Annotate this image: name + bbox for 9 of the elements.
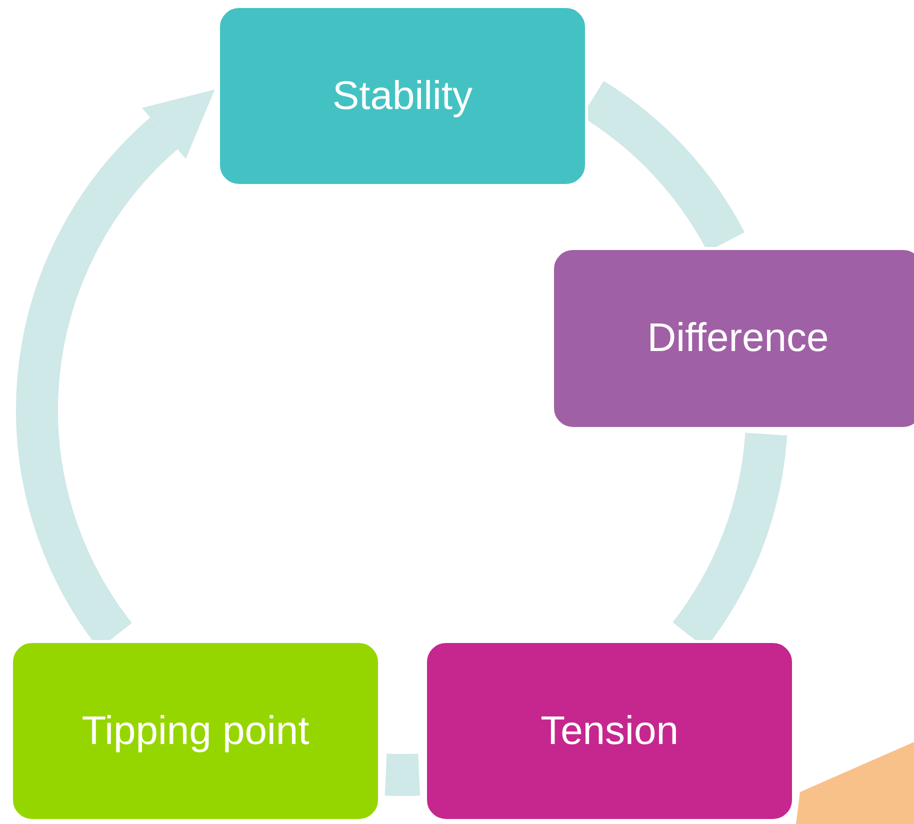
step-label: Stability (332, 74, 473, 118)
step-label: Tension (540, 708, 678, 754)
step-box (217, 5, 588, 187)
step-box (10, 640, 381, 822)
connector-band (385, 754, 420, 796)
step-label: Difference (647, 316, 829, 361)
step-box (551, 247, 914, 430)
step-label: Tipping point (82, 708, 310, 754)
step-box (424, 640, 795, 822)
